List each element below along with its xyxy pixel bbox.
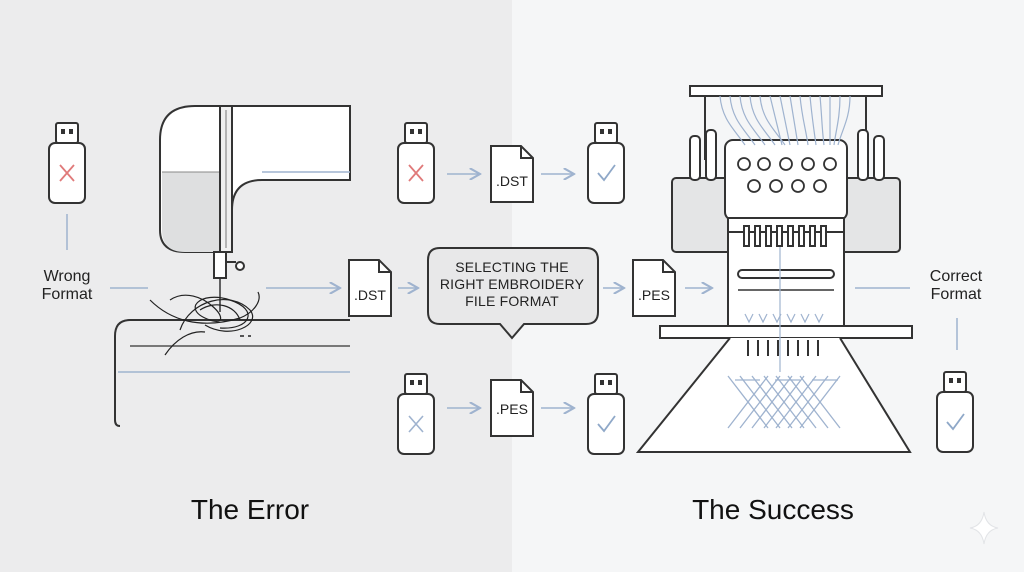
error-panel-background	[0, 0, 512, 572]
usb-drive-ok-top	[587, 122, 625, 204]
bubble-text: SELECTING THE RIGHT EMBROIDERY FILE FORM…	[428, 259, 596, 309]
embroidered-pattern	[727, 375, 841, 429]
head-buttons	[737, 157, 837, 193]
presser-feet	[744, 313, 824, 324]
usb-drive-ok-bottom	[587, 373, 625, 455]
x-mark-icon	[408, 164, 424, 182]
thread-lines	[719, 95, 851, 372]
correct-format-line-1: Correct	[929, 268, 983, 285]
check-mark-icon	[597, 164, 616, 182]
usb-drive-error-top	[397, 122, 435, 204]
bubble-line-1: SELECTING THE	[455, 259, 569, 275]
file-label-pes-bottom: .PES	[496, 401, 528, 417]
sewing-machine-illustration	[114, 105, 351, 427]
x-mark-icon	[408, 415, 424, 433]
bubble-line-3: FILE FORMAT	[465, 292, 559, 309]
flow-arrows	[398, 174, 958, 408]
success-section-title: The Success	[692, 494, 854, 525]
file-label-dst-center: .DST	[354, 287, 386, 303]
file-icon-pes-center	[632, 259, 676, 317]
file-icon-pes-bottom	[490, 379, 534, 437]
bubble-line-2: RIGHT EMBROIDERY	[439, 275, 585, 292]
usb-drive-neutral-bottom	[397, 373, 435, 455]
tangled-thread	[149, 291, 260, 356]
wrong-format-label: Wrong Format	[22, 268, 112, 305]
file-icon-dst-center	[348, 259, 392, 317]
usb-drive-error-left	[48, 122, 86, 204]
file-label-dst-top: .DST	[496, 173, 528, 189]
correct-format-line-2: Format	[930, 286, 982, 304]
check-mark-icon	[946, 413, 965, 431]
file-label-pes-center: .PES	[638, 287, 670, 303]
center-speech-bubble	[427, 247, 599, 340]
wrong-format-line-2: Format	[41, 286, 93, 304]
x-mark-icon	[59, 164, 75, 182]
error-section-title: The Error	[190, 494, 310, 525]
sparkle-icon	[969, 511, 999, 545]
check-mark-icon	[597, 415, 616, 433]
wrong-format-line-1: Wrong	[43, 268, 91, 285]
usb-drive-ok-right	[936, 371, 974, 453]
file-icon-dst-top	[490, 145, 534, 203]
correct-format-label: Correct Format	[911, 268, 1001, 305]
needle-bars	[743, 225, 827, 356]
